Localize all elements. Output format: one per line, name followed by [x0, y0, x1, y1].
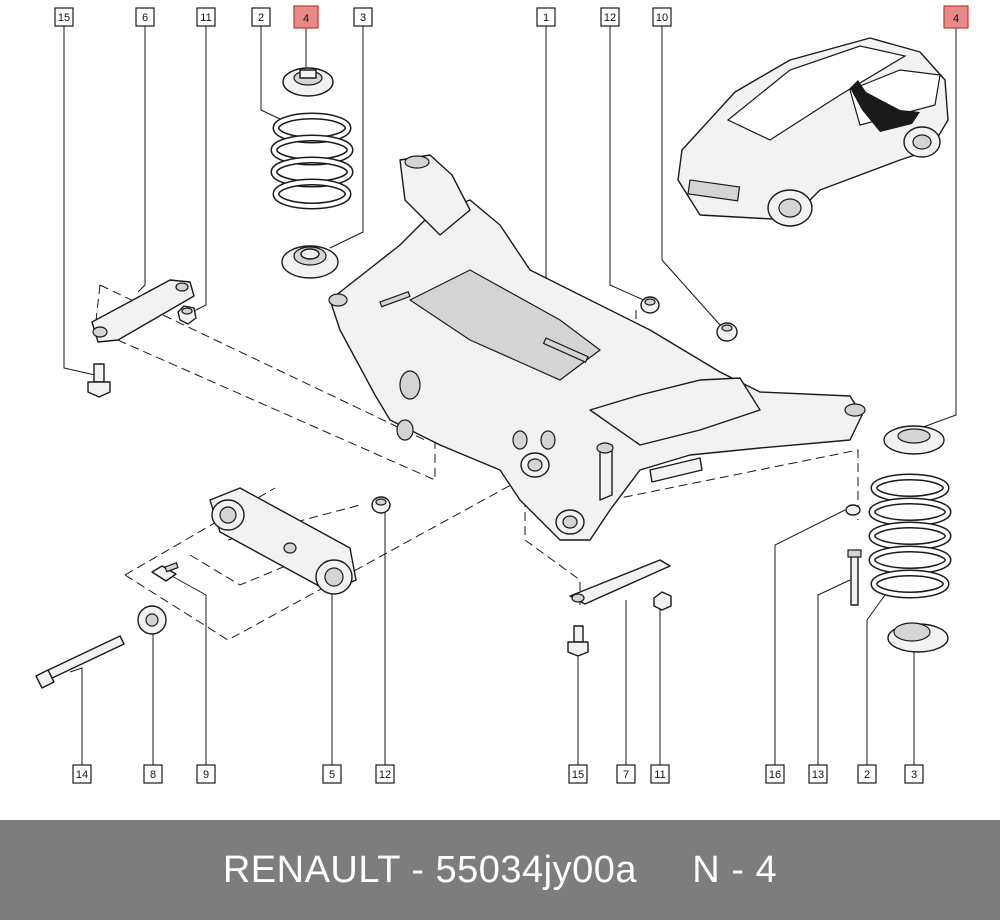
callout-1-top: 1	[536, 7, 556, 27]
callout-15-top: 15	[54, 7, 74, 27]
svg-text:13: 13	[812, 769, 824, 781]
callout-5-bottom: 5	[322, 764, 342, 784]
callout-12-bottom: 12	[375, 764, 395, 784]
bushing-part-12-right	[640, 296, 660, 314]
callout-3-top: 3	[353, 7, 373, 27]
callout-8-bottom: 8	[143, 764, 163, 784]
callout-16-bottom: 16	[765, 764, 785, 784]
callout-14-bottom: 14	[72, 764, 92, 784]
coil-spring-part-2-right	[868, 473, 952, 599]
washer-part-8	[137, 605, 167, 635]
svg-text:15: 15	[58, 12, 70, 24]
callout-4-top-highlighted: 4	[293, 5, 319, 29]
bracket-part-6	[91, 279, 195, 343]
svg-text:2: 2	[258, 12, 264, 24]
spring-seat-part-3-right	[887, 622, 949, 653]
callout-15-bottom: 15	[568, 764, 588, 784]
bolt-part-13	[847, 549, 862, 606]
callout-6-top: 6	[135, 7, 155, 27]
exploded-parts-diagram: 15 6 11 2 4 3 1 12 10 4 14 8	[35, 5, 969, 784]
leader-lines	[63, 26, 957, 765]
rear-subframe-part-1	[328, 154, 866, 541]
callout-4-right-highlighted: 4	[943, 5, 969, 29]
bracket-part-7	[569, 559, 671, 605]
callout-11-bottom: 11	[650, 764, 670, 784]
svg-text:16: 16	[769, 769, 781, 781]
spring-seat-part-3-top	[281, 245, 339, 279]
callout-10-top: 10	[652, 7, 672, 27]
svg-text:15: 15	[572, 769, 584, 781]
callout-7-bottom: 7	[616, 764, 636, 784]
vehicle-location-thumbnail	[677, 37, 949, 227]
long-bolt-part-14	[35, 635, 125, 689]
callout-2-top: 2	[251, 7, 271, 27]
svg-text:6: 6	[142, 12, 148, 24]
bolt-part-15-bottom	[567, 625, 589, 657]
nut-part-12-bottom	[371, 496, 391, 514]
svg-text:11: 11	[200, 12, 211, 24]
callout-3-bottom: 3	[904, 764, 924, 784]
svg-text:11: 11	[654, 769, 665, 781]
svg-text:9: 9	[203, 769, 209, 781]
bolt-part-15-left	[87, 363, 111, 398]
callout-12-top: 12	[600, 7, 620, 27]
coil-spring-part-2-top	[270, 112, 354, 210]
footer-bar: RENAULT - 55034jy00a N - 4	[0, 820, 1000, 920]
callout-9-bottom: 9	[196, 764, 216, 784]
svg-text:4: 4	[953, 13, 959, 25]
svg-text:3: 3	[360, 12, 366, 24]
svg-text:7: 7	[623, 769, 629, 781]
svg-text:5: 5	[329, 769, 335, 781]
nut-part-11-left	[177, 305, 197, 325]
svg-text:3: 3	[911, 769, 917, 781]
svg-text:14: 14	[76, 769, 88, 781]
callout-2-bottom: 2	[857, 764, 877, 784]
svg-text:2: 2	[864, 769, 870, 781]
svg-text:12: 12	[379, 769, 391, 781]
spring-seat-part-4-right	[883, 425, 945, 455]
callout-13-bottom: 13	[808, 764, 828, 784]
spring-seat-part-4-top	[282, 67, 334, 97]
part-number-caption: RENAULT - 55034jy00a N - 4	[222, 849, 778, 891]
crossmember-part-5	[209, 487, 357, 595]
svg-text:8: 8	[150, 769, 156, 781]
washer-part-16	[845, 504, 861, 516]
svg-text:10: 10	[656, 12, 668, 24]
svg-text:4: 4	[303, 13, 309, 25]
nut-part-11-bottom	[653, 591, 672, 611]
svg-text:12: 12	[604, 12, 616, 24]
svg-text:1: 1	[543, 12, 549, 24]
bushing-part-10	[716, 322, 738, 342]
callout-11-top: 11	[196, 7, 216, 27]
bolt-part-9	[151, 562, 179, 582]
